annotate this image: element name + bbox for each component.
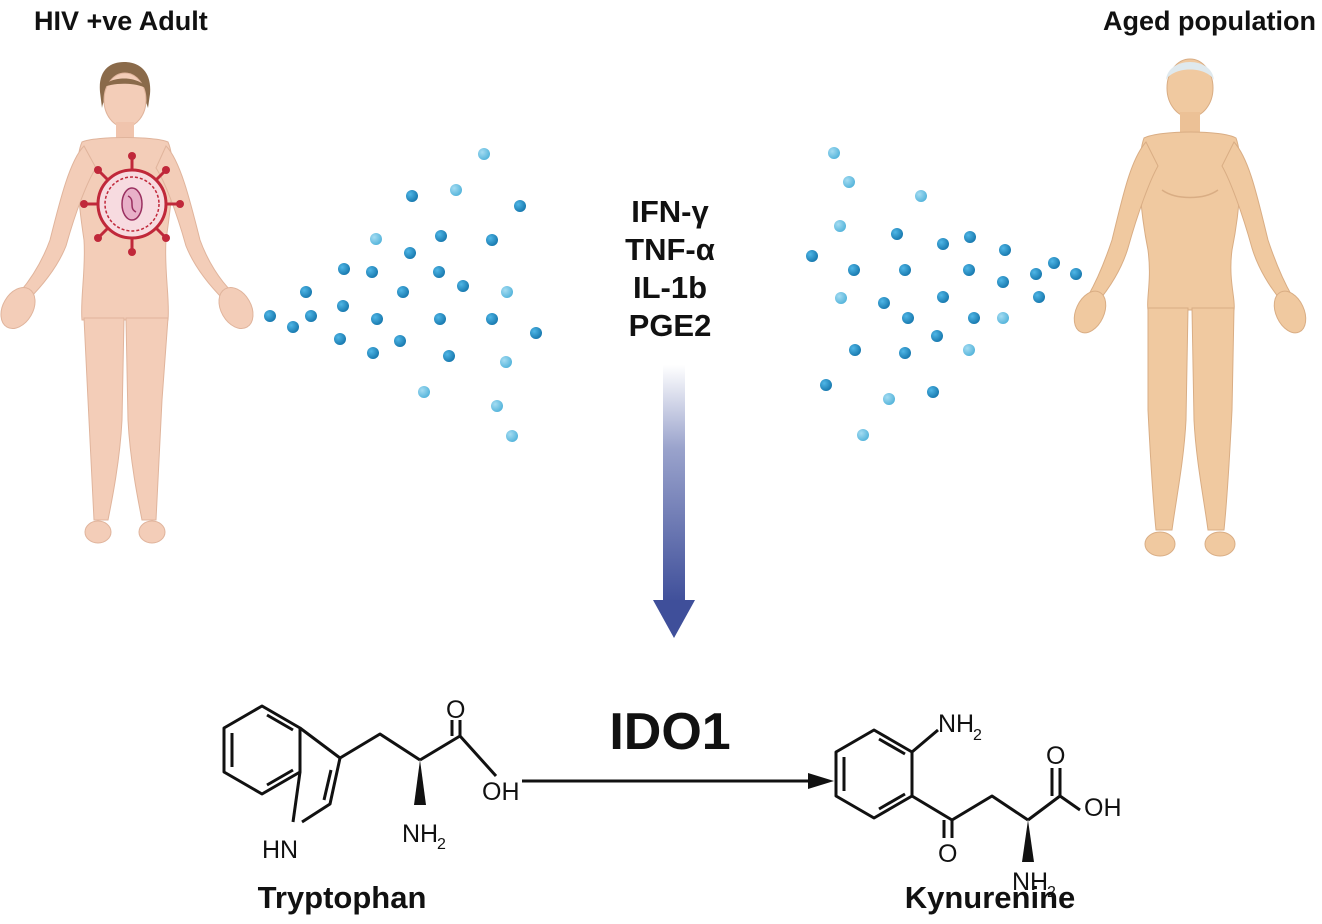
cytokine-dot-icon (834, 220, 846, 232)
cytokine-dot-icon (433, 266, 445, 278)
cytokine-dot-icon (857, 429, 869, 441)
cytokine-dot-icon (506, 430, 518, 442)
cytokine-dot-icon (997, 276, 1009, 288)
down-arrow-icon (653, 365, 695, 638)
wedge-bond (414, 760, 426, 805)
cytokine-dot-icon (370, 233, 382, 245)
cytokine-dot-icon (287, 321, 299, 333)
cytokine-dots-left (264, 148, 542, 442)
cytokine-dot-icon (927, 386, 939, 398)
cytokine-dot-icon (820, 379, 832, 391)
cytokine-dot-icon (963, 264, 975, 276)
cytokine-dots-right (806, 147, 1082, 441)
cytokine-dot-icon (828, 147, 840, 159)
cytokine-dot-icon (835, 292, 847, 304)
kynurenine-atom-labels: NH 2 O OH O NH 2 (938, 710, 1122, 901)
cytokine-dot-icon (997, 312, 1009, 324)
cytokine-dot-icon (367, 347, 379, 359)
atom-nh-top: NH (938, 710, 974, 738)
virus-icon (80, 152, 184, 256)
atom-o-ketone: O (938, 840, 957, 868)
cytokine-dot-icon (501, 286, 513, 298)
cytokine-dot-icon (937, 291, 949, 303)
cytokine-dot-icon (418, 386, 430, 398)
cytokine-tnf: TNF-α (625, 232, 715, 267)
cytokine-dot-icon (450, 184, 462, 196)
cytokine-dot-icon (902, 312, 914, 324)
cytokine-il1b: IL-1b (632, 270, 708, 305)
wedge-bond (1022, 820, 1034, 862)
cytokine-dot-icon (514, 200, 526, 212)
cytokine-dot-icon (300, 286, 312, 298)
cytokine-dot-icon (931, 330, 943, 342)
cytokine-dot-icon (334, 333, 346, 345)
kynurenine-structure (834, 728, 1081, 838)
cytokine-dot-icon (1033, 291, 1045, 303)
atom-subscript: 2 (1047, 884, 1056, 901)
cytokine-dot-icon (806, 250, 818, 262)
cytokine-dot-icon (434, 313, 446, 325)
cytokine-dot-icon (843, 176, 855, 188)
cytokine-dot-icon (305, 310, 317, 322)
cytokine-dot-icon (457, 280, 469, 292)
cytokine-dot-icon (264, 310, 276, 322)
cytokine-list: IFN-γ TNF-α IL-1b PGE2 (560, 193, 780, 345)
atom-subscript: 2 (437, 836, 446, 853)
cytokine-dot-icon (530, 327, 542, 339)
cytokine-dot-icon (878, 297, 890, 309)
cytokine-dot-icon (883, 393, 895, 405)
cytokine-dot-icon (371, 313, 383, 325)
cytokine-pge2: PGE2 (628, 308, 712, 343)
cytokine-dot-icon (1030, 268, 1042, 280)
hiv-adult-figure-icon (0, 62, 254, 544)
cytokine-dot-icon (848, 264, 860, 276)
cytokine-dot-icon (964, 231, 976, 243)
enzyme-label: IDO1 (609, 703, 731, 761)
cytokine-dot-icon (478, 148, 490, 160)
cytokine-dot-icon (404, 247, 416, 259)
cytokine-dot-icon (500, 356, 512, 368)
atom-nh: NH (1012, 868, 1048, 896)
tryptophan-name: Tryptophan (257, 880, 427, 915)
cytokine-dot-icon (443, 350, 455, 362)
population-label-aged: Aged population (1103, 6, 1316, 36)
cytokine-dot-icon (486, 313, 498, 325)
tryptophan-atom-labels: O OH HN NH 2 (262, 696, 520, 864)
tryptophan-structure (222, 704, 498, 824)
atom-oh: OH (1084, 794, 1122, 822)
cytokine-dot-icon (963, 344, 975, 356)
cytokine-ifn: IFN-γ (631, 194, 709, 229)
cytokine-dot-icon (1070, 268, 1082, 280)
cytokine-dot-icon (366, 266, 378, 278)
cytokine-dot-icon (915, 190, 927, 202)
cytokine-dot-icon (337, 300, 349, 312)
aged-person-figure-icon (1073, 58, 1307, 557)
cytokine-dot-icon (486, 234, 498, 246)
cytokine-dot-icon (491, 400, 503, 412)
atom-oh: OH (482, 778, 520, 806)
atom-o-acid: O (1046, 742, 1065, 770)
cytokine-dot-icon (891, 228, 903, 240)
cytokine-dot-icon (849, 344, 861, 356)
cytokine-dot-icon (899, 347, 911, 359)
cytokine-dot-icon (435, 230, 447, 242)
cytokine-dot-icon (338, 263, 350, 275)
cytokine-dot-icon (937, 238, 949, 250)
cytokine-dot-icon (397, 286, 409, 298)
population-label-hiv: HIV +ve Adult (34, 6, 208, 36)
cytokine-dot-icon (968, 312, 980, 324)
cytokine-dot-icon (1048, 257, 1060, 269)
atom-nh: NH (402, 820, 438, 848)
cytokine-dot-icon (999, 244, 1011, 256)
atom-o: O (446, 696, 465, 724)
cytokine-dot-icon (899, 264, 911, 276)
reaction-arrow (522, 773, 834, 789)
cytokine-dot-icon (406, 190, 418, 202)
atom-hn: HN (262, 836, 298, 864)
atom-subscript: 2 (973, 727, 982, 744)
cytokine-dot-icon (394, 335, 406, 347)
kynurenine-name: Kynurenine (904, 880, 1076, 915)
